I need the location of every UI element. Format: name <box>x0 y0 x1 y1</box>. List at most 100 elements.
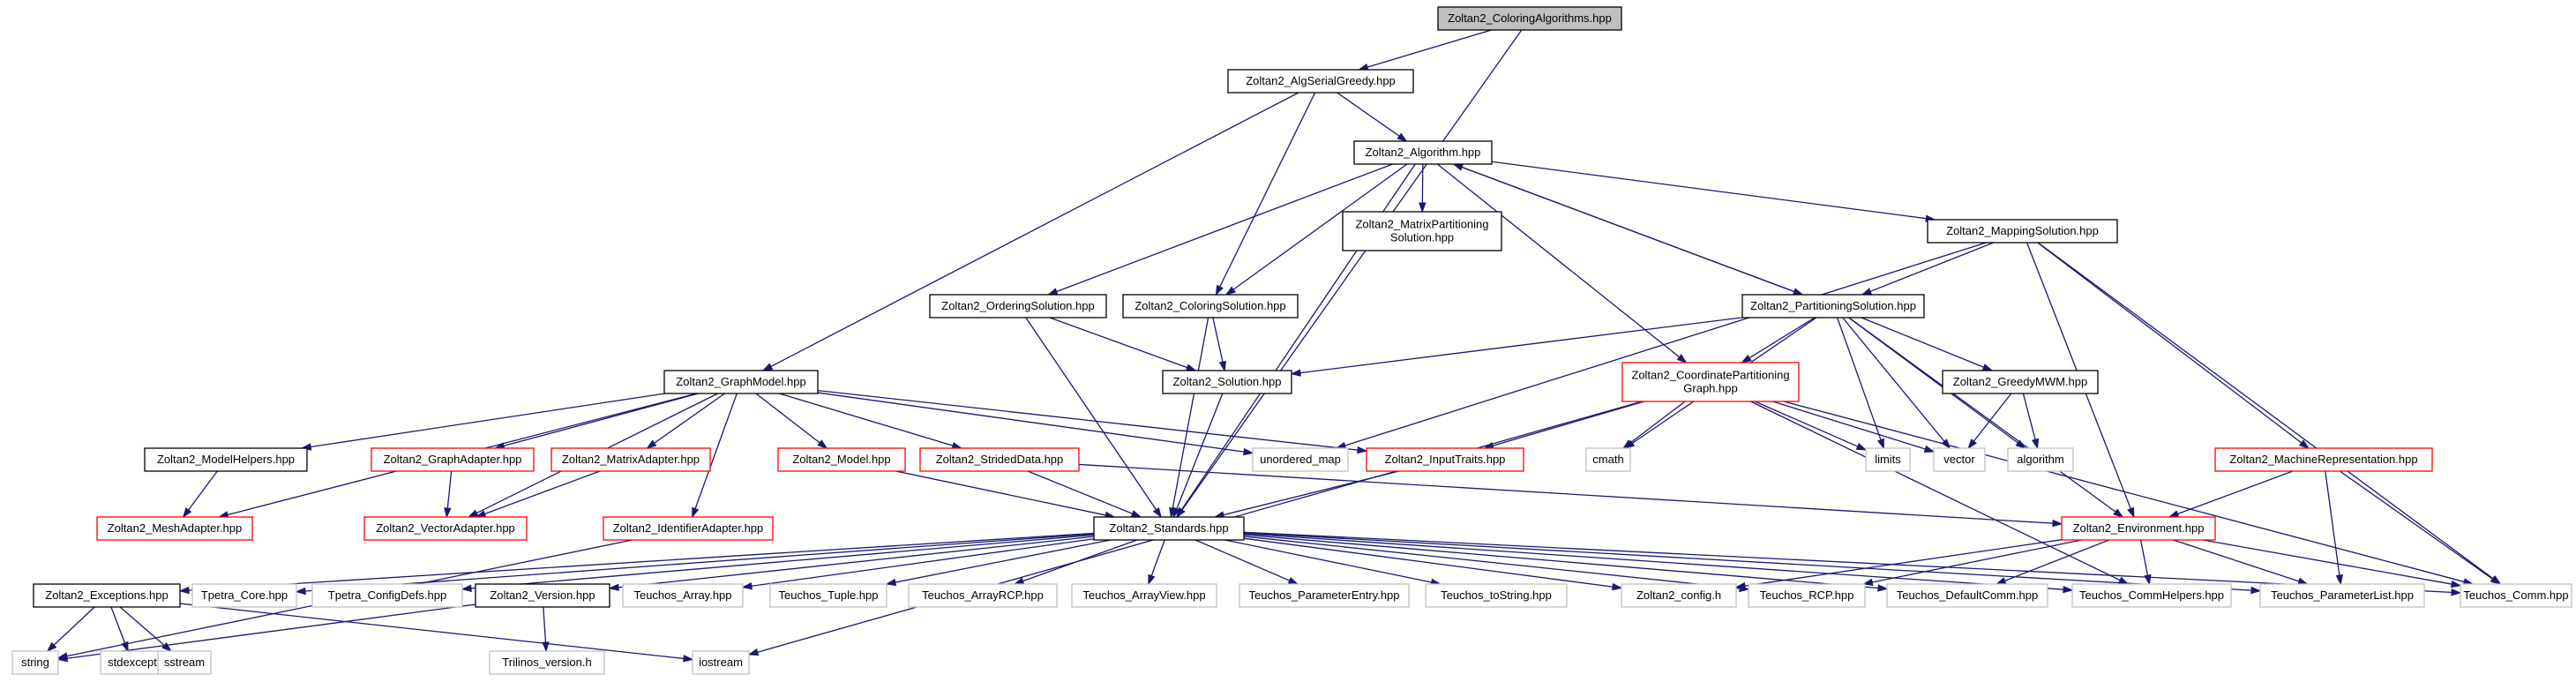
edge-line <box>1243 531 2452 594</box>
edge-arrowhead <box>2144 573 2152 586</box>
edge-line <box>1223 470 1399 516</box>
edge-line <box>179 603 685 660</box>
node-inputtraits[interactable]: Zoltan2_InputTraits.hpp <box>1366 447 1524 472</box>
edge-arrowhead <box>444 507 452 519</box>
node-box <box>2214 447 2433 472</box>
node-label: Trilinos_version.h <box>502 656 591 669</box>
node-coloringsolution[interactable]: Zoltan2_ColoringSolution.hpp <box>1122 294 1299 319</box>
node-meshadapter[interactable]: Zoltan2_MeshAdapter.hpp <box>96 516 253 541</box>
node-standards[interactable]: Zoltan2_Standards.hpp <box>1093 516 1245 541</box>
edge-line <box>770 92 1299 367</box>
node-label: Teuchos_ArrayRCP.hpp <box>922 588 1044 602</box>
edge-environment-to-config <box>1734 539 2063 590</box>
nodes-layer: Zoltan2_ColoringAlgorithms.hppZoltan2_Al… <box>11 6 2572 675</box>
node-label: sstream <box>164 656 205 669</box>
edge-algserialgreedy-to-algorithm <box>1337 92 1408 142</box>
edge-partitioningsolution-to-solution <box>1290 317 1743 377</box>
node-greedymwm[interactable]: Zoltan2_GreedyMWM.hpp <box>1942 370 2099 394</box>
node-label: Zoltan2_MappingSolution.hpp <box>1946 224 2099 237</box>
node-environment[interactable]: Zoltan2_Environment.hpp <box>2061 516 2216 541</box>
node-label: algorithm <box>2017 453 2063 466</box>
edge-line <box>1744 539 2063 587</box>
edge-line <box>1181 29 1523 511</box>
edge-graphmodel-to-inputtraits <box>817 389 1368 454</box>
node-box <box>1621 583 1737 608</box>
edge-line <box>1337 92 1400 137</box>
edge-algorithm-to-mappingsolution <box>1491 161 1936 222</box>
edge-line <box>1056 163 1393 293</box>
node-label: Teuchos_ArrayView.hpp <box>1082 588 1205 602</box>
edge-arrowhead <box>1357 446 1368 454</box>
node-config: Zoltan2_config.h <box>1621 583 1737 608</box>
edge-arrowhead <box>178 586 190 595</box>
edge-line <box>1299 317 1743 374</box>
node-strideddata[interactable]: Zoltan2_StridedData.hpp <box>919 447 1080 472</box>
node-box <box>2460 583 2572 608</box>
node-vector: vector <box>1933 447 1986 472</box>
node-label: Zoltan2_Model.hpp <box>792 453 890 466</box>
edge-line <box>1194 539 1290 581</box>
edge-algorithm-to-coloringsolution <box>1224 163 1408 296</box>
node-vectoradapter[interactable]: Zoltan2_VectorAdapter.hpp <box>363 516 528 541</box>
node-label: Zoltan2_ModelHelpers.hpp <box>157 453 295 466</box>
node-machinerep[interactable]: Zoltan2_MachineRepresentation.hpp <box>2214 447 2433 472</box>
edge-line <box>1232 163 1408 290</box>
edge-arrowhead <box>2127 506 2135 519</box>
edge-arrowhead <box>542 641 550 653</box>
edge-line <box>895 539 1112 583</box>
node-label: Zoltan2_ColoringSolution.hpp <box>1134 299 1285 312</box>
node-box <box>191 583 297 608</box>
node-orderingsolution[interactable]: Zoltan2_OrderingSolution.hpp <box>929 294 1107 319</box>
node-label: Teuchos_Tuple.hpp <box>779 588 879 602</box>
node-version[interactable]: Zoltan2_Version.hpp <box>475 583 610 608</box>
node-box <box>550 447 711 472</box>
node-box <box>777 447 906 472</box>
edge-line <box>1848 317 2116 513</box>
edge-line <box>188 470 218 511</box>
edge-standards-to-ttostring <box>1224 539 1442 587</box>
node-graphadapter[interactable]: Zoltan2_GraphAdapter.hpp <box>371 447 535 472</box>
node-box <box>33 583 181 608</box>
node-label: Graph.hpp <box>1683 382 1737 395</box>
node-box <box>1227 69 1414 94</box>
edge-standards-to-version <box>608 536 1095 591</box>
edge-orderingsolution-to-solution <box>1049 317 1197 371</box>
node-label: Zoltan2_Algorithm.hpp <box>1366 146 1481 159</box>
node-algorithm[interactable]: Zoltan2_Algorithm.hpp <box>1353 140 1493 165</box>
node-label: Teuchos_ParameterList.hpp <box>2271 588 2414 602</box>
edge-line <box>470 534 1095 589</box>
edge-line <box>1243 532 2252 591</box>
edge-graphmodel-to-model <box>755 393 828 449</box>
edge-arrowhead <box>461 584 472 593</box>
node-label: Solution.hpp <box>1390 231 1454 244</box>
node-modelhelpers[interactable]: Zoltan2_ModelHelpers.hpp <box>144 447 308 472</box>
node-model[interactable]: Zoltan2_Model.hpp <box>777 447 906 472</box>
edge-algorithm-to-matrixpartsol <box>1419 163 1427 214</box>
node-label: Teuchos_CommHelpers.hpp <box>2079 588 2224 602</box>
node-algserialgreedy[interactable]: Zoltan2_AlgSerialGreedy.hpp <box>1227 69 1414 94</box>
node-matrixadapter[interactable]: Zoltan2_MatrixAdapter.hpp <box>550 447 711 472</box>
edge-line <box>1973 393 2012 442</box>
node-partitioningsolution[interactable]: Zoltan2_PartitioningSolution.hpp <box>1741 294 1925 319</box>
edge-environment-to-tparamlist <box>2173 539 2309 585</box>
edge-strideddata-to-environment <box>1078 463 2063 528</box>
edge-standards-to-tcomm <box>1243 531 2462 596</box>
node-label: Teuchos_toString.hpp <box>1441 588 1552 602</box>
edge-line <box>1219 92 1316 288</box>
edge-model-to-standards <box>895 470 1116 519</box>
edge-line <box>484 470 601 515</box>
node-box <box>100 650 165 675</box>
node-solution[interactable]: Zoltan2_Solution.hpp <box>1162 370 1292 394</box>
edge-exceptions-to-iostream <box>179 603 694 663</box>
edge-mappingsolution-to-partitioningsolution <box>1861 242 1994 296</box>
node-graphmodel[interactable]: Zoltan2_GraphModel.hpp <box>663 370 819 394</box>
edge-arrowhead <box>1148 573 1156 586</box>
edge-arrowhead <box>747 648 760 656</box>
node-identifieradapter[interactable]: Zoltan2_IdentifierAdapter.hpp <box>603 516 774 541</box>
node-mappingsolution[interactable]: Zoltan2_MappingSolution.hpp <box>1927 219 2118 244</box>
node-exceptions[interactable]: Zoltan2_Exceptions.hpp <box>33 583 181 608</box>
edge-line <box>2037 242 2494 580</box>
edge-arrowhead <box>1876 438 1884 450</box>
